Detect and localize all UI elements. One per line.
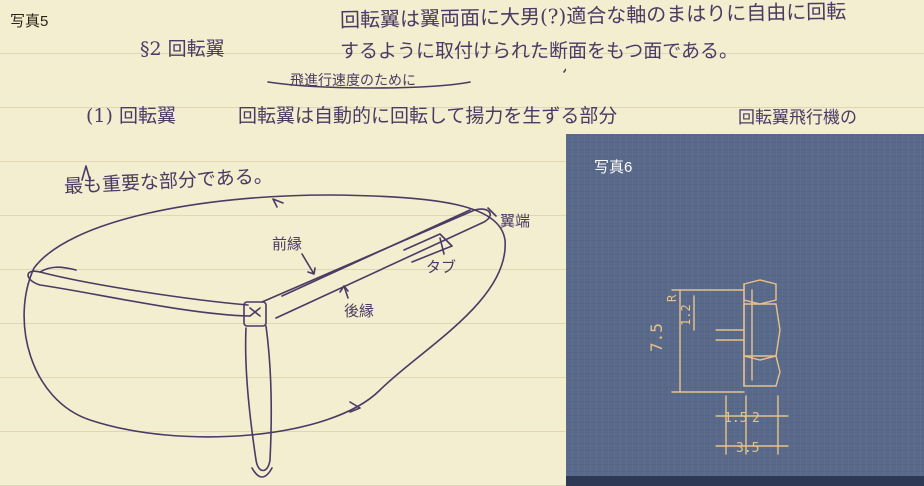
handwritten-line-2: するように取付けられた断面をもつ面である。 xyxy=(340,40,739,62)
label-trailing-edge: 後縁 xyxy=(344,302,375,320)
dim-3-5: 3.5 xyxy=(736,441,759,456)
dim-2: 2 xyxy=(752,411,760,426)
line3-struck-tail: 回転翼飛行機の xyxy=(738,108,857,128)
label-blade-tip: 翼端 xyxy=(500,212,531,230)
bolt-drawing: 7.5 R 1.2 1.5 2 3.5 xyxy=(566,279,924,486)
dim-r: R xyxy=(665,294,679,302)
section-heading: §2 回転翼 xyxy=(140,38,225,60)
dim-1-5: 1.5 xyxy=(724,411,747,426)
handwritten-line-3: 回転翼は自動的に回転して揚力を生ずる部分 xyxy=(238,105,618,127)
photo6-caption: 写真6 xyxy=(594,159,633,176)
photo5-caption: 写真5 xyxy=(10,13,49,30)
dim-1-2: 1.2 xyxy=(679,304,693,326)
photo6-inset: 写真6 xyxy=(566,134,924,486)
line3-prefix: (1) 回転翼 xyxy=(86,105,176,127)
label-leading-edge: 前縁 xyxy=(272,235,303,253)
insertion-note: 飛進行速度のために xyxy=(290,73,416,89)
dim-7-5: 7.5 xyxy=(647,323,666,352)
label-tab: タブ xyxy=(426,258,457,276)
rotor-sketch xyxy=(23,68,566,478)
